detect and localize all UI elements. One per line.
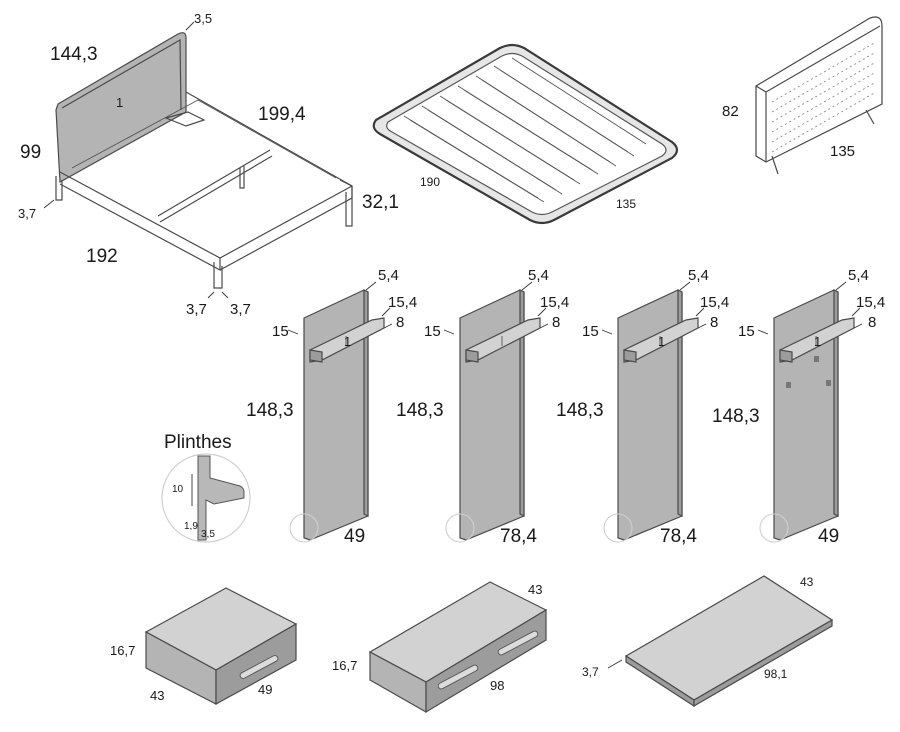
wall-panel-3-shelf-depth: 15,4 [700,294,729,311]
wall-panel-4-shelf-height: 8 [868,314,876,331]
bed-headboard-label: 1 [116,95,123,110]
wall-panel: 5,4 15,4 8 15 1 148,3 49 [712,267,885,547]
mattress-panel-height: 82 [722,103,739,120]
wall-panel-3-shelf-height: 8 [710,314,718,331]
wall-panel-1-shelf-offset: 15 [272,323,289,340]
wall-panel-4-top-depth: 5,4 [848,267,869,284]
wall-panel-4-width: 49 [818,526,839,547]
plinth-depth-a: 1,9 [184,521,198,532]
shelf-board-width: 98,1 [764,667,788,681]
bed-foot-leg-b: 3,7 [230,301,251,318]
bed-dimensions: 3,5 144,3 199,4 99 3,7 32,1 192 3,7 3,7 [18,11,399,318]
wall-panel-1-height: 148,3 [246,400,294,421]
bed-headboard-thickness: 3,5 [194,11,212,26]
wall-panel-2-height: 148,3 [396,400,444,421]
wall-panel-3-height: 148,3 [556,400,604,421]
wall-panel-1-shelf-depth: 15,4 [388,294,417,311]
shelf-board-depth: 43 [800,575,814,589]
drawer-long-height: 16,7 [332,658,357,673]
wall-panel: 5,4 15,4 8 15 148,3 78,4 [396,267,569,547]
bed-leg: 3,7 [18,206,36,221]
wall-panel-4-hooks [786,356,831,388]
bed-headboard [55,32,187,183]
wall-panel-2-width: 78,4 [500,526,537,547]
wall-panel-3-shelf-offset: 15 [582,323,599,340]
wall-panel: 5,4 15,4 8 15 1 148,3 49 [246,267,417,547]
drawer-long-width: 98 [490,678,504,693]
bed-height: 99 [20,142,41,163]
slat-base-drawing: 190 135 [372,43,679,225]
bed-length: 199,4 [258,104,306,125]
plinth-title: Plinthes [164,432,232,453]
nightstand-height: 16,7 [110,643,135,658]
wall-panel-2-shelf-depth: 15,4 [540,294,569,311]
wall-panel-3-width: 78,4 [660,526,697,547]
drawer-long-depth: 43 [528,582,542,597]
bed-headboard-width: 144,3 [50,44,98,65]
wall-panel-4-shelf-depth: 15,4 [856,294,885,311]
mattress-panel-width: 135 [830,143,855,160]
wall-panel-1-shelf-height: 8 [396,314,404,331]
wall-panel-4-label: 1 [814,334,821,349]
bed-side-height: 32,1 [362,192,399,213]
wall-panel-2-shelf-offset: 15 [424,323,441,340]
wall-panel-4-height: 148,3 [712,406,760,427]
wall-panel-1-width: 49 [344,526,365,547]
wall-panel-1-label: 1 [344,334,351,349]
shelf-board-thickness: 3,7 [582,665,599,679]
bed-side-rail-left [59,171,221,272]
nightstand-depth: 43 [150,688,164,703]
wall-panel-1-top-depth: 5,4 [378,267,399,284]
bed-width: 192 [86,246,118,267]
bed-drawing: 1 [55,32,353,289]
slat-base-length: 190 [420,175,440,189]
wall-panel: 5,4 15,4 8 15 1 148,3 78,4 [556,267,729,547]
wall-panel-3-top-depth: 5,4 [688,267,709,284]
nightstand-drawing: 16,7 43 49 [110,587,298,706]
plinth-height: 10 [172,484,184,495]
slat-base-width: 135 [616,197,636,211]
wall-panel-2-top-depth: 5,4 [528,267,549,284]
wall-panel-2-shelf-height: 8 [552,314,560,331]
mattress-panel-drawing: 82 135 [722,16,883,175]
nightstand-width: 49 [258,682,272,697]
drawer-long-drawing: 43 16,7 98 [332,581,548,714]
wall-panel-3-label: 1 [658,334,665,349]
shelf-board-drawing: 43 3,7 98,1 [582,575,834,708]
plinth-inset: Plinthes 10 1,9 3,5 [161,432,251,543]
plinth-depth-b: 3,5 [201,529,215,540]
wall-panel-4-shelf-offset: 15 [738,323,755,340]
bed-foot-leg-a: 3,7 [186,301,207,318]
